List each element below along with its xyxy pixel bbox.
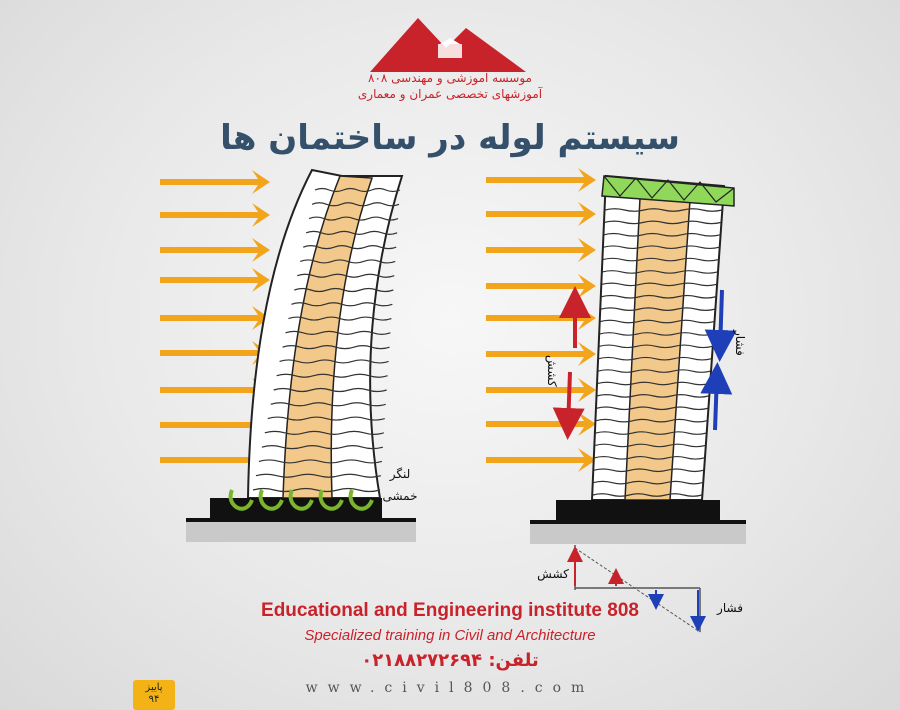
phone-number: تلفن: ۰۲۱۸۸۲۷۲۶۹۴	[361, 650, 539, 671]
wind-arrow	[160, 413, 270, 437]
wind-arrow	[486, 202, 596, 226]
wind-arrow	[160, 448, 270, 472]
compression-arrows	[700, 289, 737, 431]
wind-load-arrows-right	[486, 168, 596, 472]
label-moment: لنگر	[389, 467, 411, 482]
website-url[interactable]: www.civil808.com	[305, 680, 595, 696]
wind-arrow	[160, 341, 270, 365]
label-compression: فشار	[716, 601, 743, 616]
institute-subtitle-en: Specialized training in Civil and Archit…	[304, 627, 596, 644]
page-title: سیستم لوله در ساختمان ها	[220, 118, 680, 158]
label-tension: کشش	[537, 567, 569, 582]
wind-arrow	[160, 268, 270, 292]
wind-arrow	[486, 378, 596, 402]
wind-arrow	[160, 306, 270, 330]
season-badge-line2: ۹۴	[148, 694, 160, 705]
season-badge: پاییز ۹۴	[133, 680, 175, 710]
wind-arrow	[160, 203, 270, 227]
label-tension-vertical: کشش	[544, 355, 559, 387]
wind-arrow	[486, 306, 596, 330]
wind-arrow	[486, 448, 596, 472]
label-compression-vertical: فشار	[732, 329, 747, 356]
moment-arrows	[228, 489, 374, 511]
wind-arrow	[486, 238, 596, 262]
stress-distribution-diagram	[567, 545, 706, 633]
bent-building-left	[246, 168, 404, 499]
foundation-right	[556, 500, 720, 520]
logo-text-line1: موسسه آموزشی و مهندسی ۸۰۸	[368, 71, 532, 85]
label-bending: خمشی	[382, 489, 417, 503]
institute-name-en: Educational and Engineering institute 80…	[261, 600, 639, 621]
tension-arrows	[552, 286, 591, 440]
wind-arrow	[160, 378, 270, 402]
wind-arrow	[486, 342, 596, 366]
logo-text-line2: آموزشهای تخصصی عمران و معماری	[357, 87, 543, 101]
tube-building-right	[590, 174, 735, 501]
ground-right	[530, 520, 746, 524]
wind-arrow	[160, 170, 270, 194]
wind-arrow	[486, 274, 596, 298]
wind-arrow	[486, 168, 596, 192]
ground-left	[186, 518, 416, 522]
wind-arrow	[160, 238, 270, 262]
wind-arrow	[486, 412, 596, 436]
season-badge-line1: پاییز	[145, 682, 163, 693]
outrigger-truss	[601, 175, 735, 207]
institute-logo	[370, 18, 526, 72]
wind-load-arrows-left	[160, 170, 270, 472]
